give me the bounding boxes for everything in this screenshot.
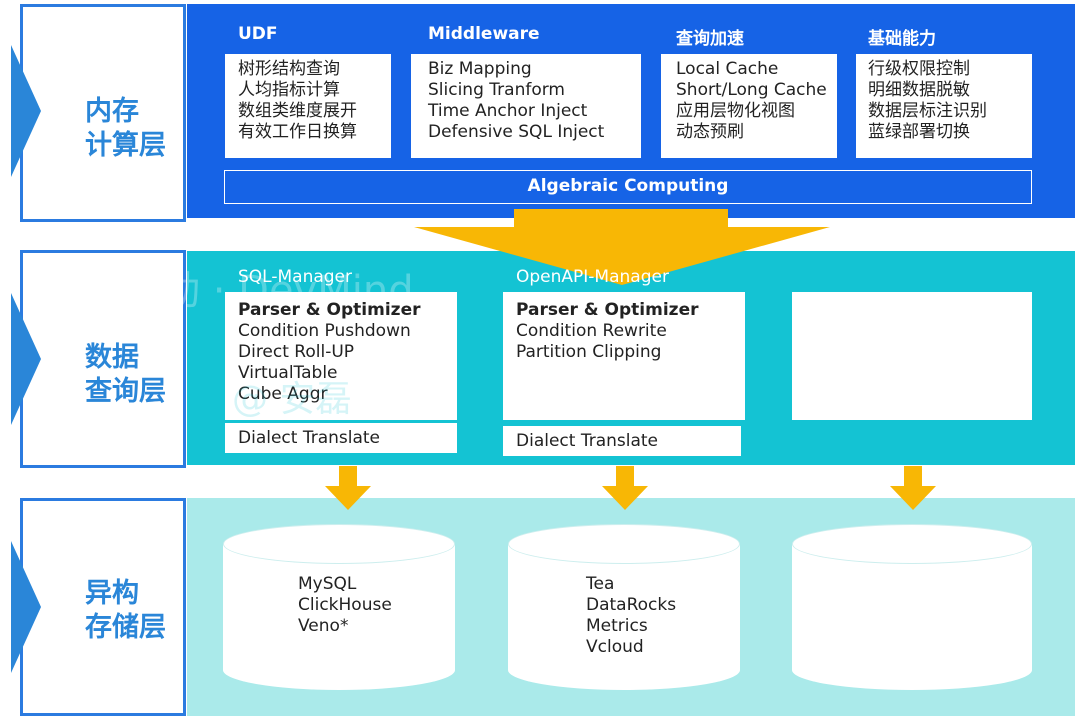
basic-capability-card (856, 54, 1032, 158)
middleware-list: Biz Mapping Slicing Tranform Time Anchor… (428, 59, 604, 143)
layer-memory-line2: 计算层 (85, 130, 166, 161)
list-item: MySQL (298, 574, 357, 594)
algebraic-computing-bar: Algebraic Computing (224, 170, 1032, 204)
list-item: ClickHouse (298, 595, 392, 615)
list-item: Short/Long Cache (676, 80, 827, 100)
database-cylinder-3 (792, 524, 1032, 690)
openapi-parser-heading: Parser & Optimizer (516, 300, 699, 320)
list-item: 树形结构查询 (238, 59, 340, 79)
middleware-card (411, 54, 641, 158)
arrow-down-icon (414, 209, 830, 285)
arrow-down-icon (325, 466, 371, 510)
openapi-dialect-label: Dialect Translate (516, 431, 659, 451)
column-title-udf: UDF (238, 24, 278, 44)
chevron-icon (11, 45, 41, 177)
openapi-dialect-box: Dialect Translate (503, 426, 741, 456)
list-item: Partition Clipping (516, 342, 662, 362)
query-accel-list: Local Cache Short/Long Cache 应用层物化视图 动态预… (676, 59, 827, 143)
arrow-down-icon (602, 466, 648, 510)
column-title-middleware: Middleware (428, 24, 540, 44)
openapi-manager-list: Parser & Optimizer Condition Rewrite Par… (516, 300, 698, 363)
layer-label-storage: 异构 存储层 (11, 498, 186, 716)
list-item: VirtualTable (238, 363, 338, 383)
list-item: 明细数据脱敏 (868, 80, 970, 100)
list-item: 数据层标注识别 (868, 101, 987, 121)
layer-query-line2: 查询层 (85, 376, 166, 407)
layer-label-query: 数据 查询层 (11, 250, 186, 468)
udf-card (225, 54, 391, 158)
list-item: Cube Aggr (238, 384, 328, 404)
watermark-line2: @ 安磊 (232, 379, 352, 420)
query-accel-card (661, 54, 837, 158)
sql-manager-card (225, 292, 457, 420)
column-title-basic-capability: 基础能力 (868, 29, 936, 49)
list-item: Vcloud (586, 637, 644, 657)
openapi-manager-title: OpenAPI-Manager (516, 267, 669, 287)
list-item: 动态预刷 (676, 122, 744, 142)
list-item: 蓝绿部署切换 (868, 122, 970, 142)
empty-manager-card (792, 292, 1032, 420)
list-item: Veno* (298, 616, 349, 636)
list-item: Metrics (586, 616, 648, 636)
sql-dialect-label: Dialect Translate (238, 428, 381, 448)
list-item: 人均指标计算 (238, 80, 340, 100)
chevron-icon (11, 541, 41, 673)
algebraic-computing-label: Algebraic Computing (527, 176, 729, 196)
list-item: Defensive SQL Inject (428, 122, 605, 142)
sql-manager-title: SQL-Manager (238, 267, 352, 287)
db2-list: Tea DataRocks Metrics Vcloud (586, 574, 676, 658)
list-item: 数组类维度展开 (238, 101, 357, 121)
list-item: 行级权限控制 (868, 59, 970, 79)
udf-list: 树形结构查询 人均指标计算 数组类维度展开 有效工作日换算 (238, 59, 357, 143)
list-item: Direct Roll-UP (238, 342, 355, 362)
sql-manager-list: Parser & Optimizer Condition Pushdown Di… (238, 300, 420, 405)
basic-capability-list: 行级权限控制 明细数据脱敏 数据层标注识别 蓝绿部署切换 (868, 59, 987, 143)
openapi-manager-card (503, 292, 745, 420)
layer-label-memory: 内存 计算层 (11, 4, 186, 222)
layer-storage-line2: 存储层 (85, 612, 166, 643)
sql-parser-heading: Parser & Optimizer (238, 300, 421, 320)
layer-memory-line1: 内存 (85, 96, 139, 127)
list-item: Local Cache (676, 59, 779, 79)
list-item: DataRocks (586, 595, 677, 615)
database-cylinder-2 (508, 524, 740, 690)
list-item: Condition Rewrite (516, 321, 667, 341)
list-item: Slicing Tranform (428, 80, 565, 100)
column-title-query-accel: 查询加速 (676, 29, 744, 49)
arrow-down-icon (890, 466, 936, 510)
list-item: Biz Mapping (428, 59, 532, 79)
db1-list: MySQL ClickHouse Veno* (298, 574, 392, 637)
list-item: 应用层物化视图 (676, 101, 795, 121)
sql-dialect-box: Dialect Translate (225, 423, 457, 453)
list-item: Tea (586, 574, 615, 594)
layer-storage-line1: 异构 (85, 578, 139, 609)
chevron-icon (11, 293, 41, 425)
list-item: 有效工作日换算 (238, 122, 357, 142)
database-cylinder-1 (223, 524, 455, 690)
list-item: Condition Pushdown (238, 321, 411, 341)
list-item: Time Anchor Inject (428, 101, 588, 121)
layer-query-line1: 数据 (85, 342, 139, 373)
